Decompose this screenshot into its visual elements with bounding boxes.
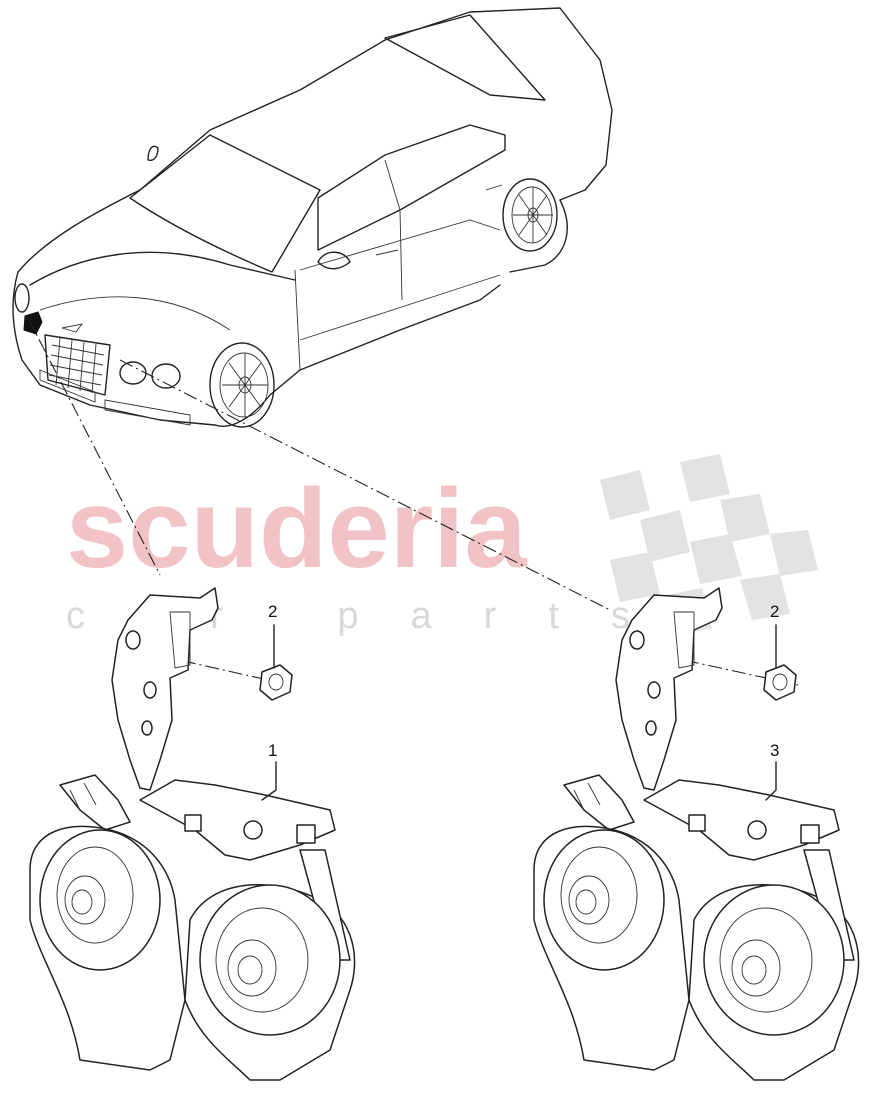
callout-number: 2 — [268, 602, 277, 621]
callout-number: 1 — [268, 741, 277, 760]
horn-assembly-left — [29, 587, 356, 1081]
callout-number: 2 — [770, 602, 779, 621]
horn-assembly-right — [533, 587, 860, 1081]
callouts: 2 1 2 3 — [268, 602, 779, 760]
callout-leaders — [261, 624, 777, 801]
callout-number: 3 — [770, 741, 779, 760]
watermark-brand: scuderia — [66, 466, 527, 591]
horn-location-marker — [23, 311, 43, 335]
car-illustration — [12, 7, 613, 428]
